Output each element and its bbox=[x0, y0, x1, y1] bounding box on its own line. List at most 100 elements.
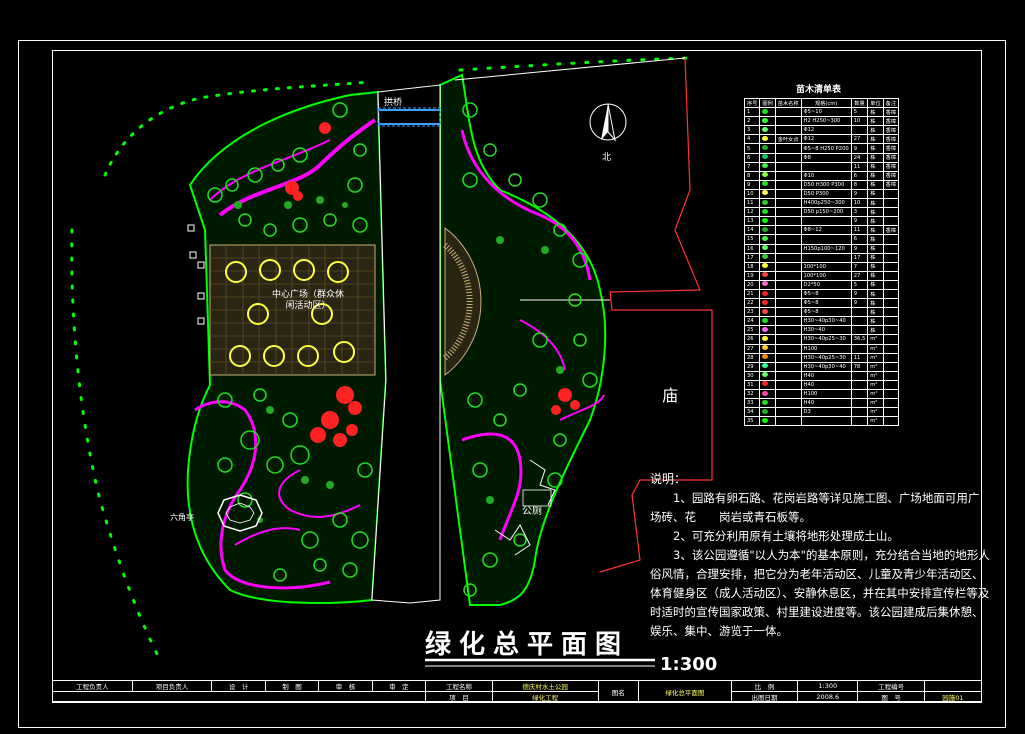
tb-cell: 工程负责人 bbox=[52, 680, 133, 692]
legend-cell bbox=[774, 379, 802, 391]
bridge bbox=[377, 107, 441, 127]
legend-cell: 株 bbox=[867, 316, 884, 327]
legend-cell: 33 bbox=[743, 398, 761, 409]
legend-cell: 香樟 bbox=[882, 134, 900, 145]
legend-cell: H30~40p30~40 bbox=[800, 361, 852, 372]
legend-symbol bbox=[759, 198, 776, 209]
legend-cell: 28 bbox=[743, 352, 761, 363]
legend-cell: 34 bbox=[743, 407, 761, 418]
legend-cell: 3 bbox=[850, 207, 869, 218]
legend-symbol bbox=[759, 179, 776, 190]
legend-cell: H30~40p25~30 bbox=[800, 352, 852, 363]
legend-cell: 9 bbox=[850, 143, 869, 154]
legend-cell: D50 p150~200 bbox=[800, 207, 852, 218]
legend-cell: 25 bbox=[743, 325, 761, 336]
legend-cell: Φ5~8 bbox=[800, 288, 852, 300]
legend-cell: 株 bbox=[867, 152, 884, 163]
legend-cell: 16 bbox=[743, 243, 761, 254]
legend-cell: D50 H300 P300 bbox=[800, 179, 852, 190]
legend-cell bbox=[774, 198, 802, 209]
legend-title: 苗木清单表 bbox=[796, 85, 842, 95]
toilet-label: 公厕 bbox=[522, 506, 542, 517]
legend-cell: 6 bbox=[850, 234, 869, 245]
legend-cell bbox=[774, 225, 802, 236]
legend-symbol bbox=[759, 316, 776, 327]
outer-hedge bbox=[103, 80, 372, 177]
note-item: 3、该公园遵循"以人为本"的基本原则，充分结合当地的地形人俗风情，合理安排，把它… bbox=[650, 548, 990, 638]
tb-cell: 比 例 bbox=[730, 680, 799, 692]
plant-symbol-icon bbox=[762, 263, 769, 269]
legend-cell bbox=[800, 161, 852, 172]
legend-cell: 香樟 bbox=[882, 152, 900, 163]
legend-cell bbox=[882, 334, 900, 345]
tb-cell: 出图日期 bbox=[730, 691, 799, 703]
legend-cell: 10 bbox=[743, 188, 761, 200]
legend-cell bbox=[882, 361, 900, 372]
plant-symbol-icon bbox=[762, 272, 769, 278]
legend-cell: 4 bbox=[743, 134, 761, 145]
legend-symbol bbox=[759, 325, 776, 336]
tb-cell: 工程编号 bbox=[857, 680, 925, 692]
legend-cell: 香樟 bbox=[882, 170, 900, 181]
legend-cell: Φ5~8 bbox=[800, 307, 852, 318]
legend-symbol bbox=[759, 252, 776, 263]
plant-symbol-icon bbox=[762, 317, 769, 323]
legend-cell bbox=[882, 379, 900, 391]
legend-cell bbox=[774, 388, 802, 400]
plant-symbol-icon bbox=[762, 308, 769, 314]
plant-symbol-icon bbox=[762, 181, 769, 187]
legend-header-cell: 规格(cm) bbox=[800, 97, 852, 109]
legend-cell bbox=[774, 116, 802, 127]
legend-cell bbox=[882, 279, 900, 290]
legend-cell: 株 bbox=[867, 207, 884, 218]
legend-cell bbox=[850, 416, 869, 427]
tb-cell: 图 号 bbox=[857, 691, 925, 703]
legend-cell: H30~40 bbox=[800, 325, 852, 336]
plant-symbol-icon bbox=[762, 126, 769, 132]
legend-cell bbox=[850, 398, 869, 409]
plant-symbol-icon bbox=[762, 172, 769, 178]
legend-cell: 20 bbox=[743, 279, 761, 290]
legend-cell: Φ5~8 bbox=[800, 298, 852, 309]
north-label: 北 bbox=[602, 153, 612, 163]
legend-cell: m² bbox=[867, 361, 884, 372]
legend-symbol bbox=[759, 188, 776, 200]
legend-symbol bbox=[759, 352, 776, 363]
legend-cell: 株 bbox=[867, 279, 884, 290]
legend-symbol bbox=[759, 170, 776, 181]
plant-symbol-icon bbox=[762, 108, 769, 114]
legend-cell bbox=[882, 207, 900, 218]
legend-cell: 株 bbox=[867, 188, 884, 200]
legend-symbol bbox=[759, 270, 776, 281]
legend-cell: 株 bbox=[867, 216, 884, 227]
legend-cell: m² bbox=[867, 343, 884, 354]
note-item: 1、园路有卵石路、花岗岩路等详见施工图、广场地面可用广场砖、花 岗岩或青石板等。 bbox=[650, 491, 980, 524]
legend-cell bbox=[882, 288, 900, 300]
legend-symbol bbox=[759, 416, 776, 427]
legend-cell bbox=[882, 216, 900, 227]
legend-cell: m² bbox=[867, 388, 884, 400]
legend-cell bbox=[774, 234, 802, 245]
legend-symbol bbox=[759, 107, 776, 118]
legend-cell: 9 bbox=[850, 188, 869, 200]
legend-cell: 12 bbox=[743, 207, 761, 218]
legend-cell bbox=[774, 279, 802, 290]
legend-cell: H30~40p25~30 bbox=[800, 334, 852, 345]
outer-hedge-right bbox=[458, 56, 692, 72]
legend-cell: H2 H250~300 bbox=[800, 116, 852, 127]
plant-symbol-icon bbox=[762, 363, 769, 369]
legend-cell bbox=[800, 252, 852, 263]
legend-cell bbox=[882, 325, 900, 336]
